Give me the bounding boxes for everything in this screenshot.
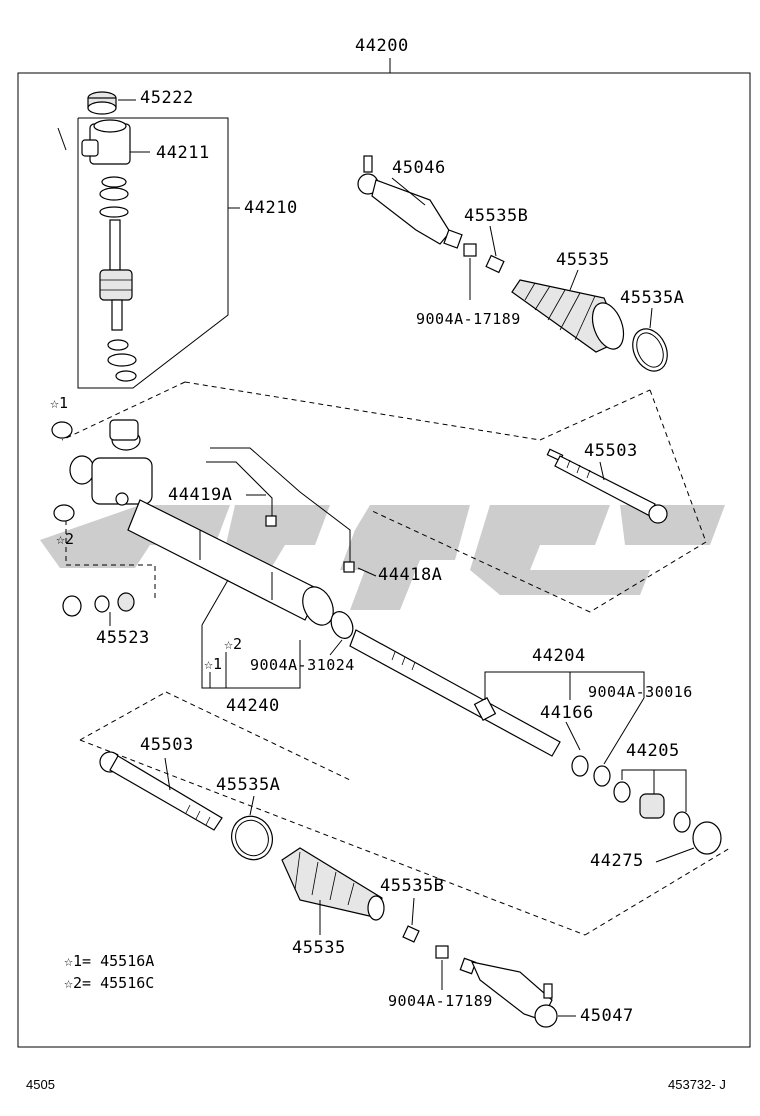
nut-bottom bbox=[435, 945, 449, 959]
seal-star2 bbox=[53, 504, 75, 522]
steering-rack-44204 bbox=[349, 629, 561, 757]
part-label-45503-top: 45503 bbox=[584, 441, 638, 461]
boot-clamp-bottom bbox=[231, 815, 273, 861]
part-label-45523: 45523 bbox=[96, 628, 150, 648]
rack-boot-top bbox=[511, 279, 625, 353]
valve-stack-parts bbox=[99, 176, 137, 382]
valve-housing-44211 bbox=[57, 119, 131, 165]
part-label-45535B-top: 45535B bbox=[464, 206, 529, 226]
star2-small-mark: ☆2 bbox=[224, 635, 243, 653]
part-label-9004A-17189-bottom: 9004A-17189 bbox=[388, 992, 493, 1010]
tie-rod-end-45047 bbox=[459, 957, 558, 1028]
part-label-44240: 44240 bbox=[226, 696, 280, 716]
part-label-9004A-30016: 9004A-30016 bbox=[588, 683, 693, 701]
feed-tubes bbox=[206, 447, 355, 573]
part-label-45535-top: 45535 bbox=[556, 250, 610, 270]
lock-nut-bottom bbox=[402, 925, 420, 943]
part-label-45535-bottom: 45535 bbox=[292, 938, 346, 958]
part-label-44210: 44210 bbox=[244, 198, 298, 218]
oil-seal-31024 bbox=[330, 611, 354, 639]
legend-line-1: ☆1= 45516A bbox=[64, 952, 155, 970]
ring-44166 bbox=[571, 755, 589, 777]
assembly-frame bbox=[17, 72, 751, 1048]
lock-nut-top bbox=[463, 243, 505, 274]
assembly-number-label: 44200 bbox=[355, 36, 409, 56]
part-label-45503-bottom: 45503 bbox=[140, 735, 194, 755]
valve-subassembly-bracket bbox=[77, 117, 229, 389]
part-label-45046: 45046 bbox=[392, 158, 446, 178]
dust-seal-45222 bbox=[87, 91, 117, 115]
rack-boot-bottom bbox=[281, 847, 385, 921]
seal-star1 bbox=[51, 421, 73, 439]
gasket-plate bbox=[109, 419, 139, 441]
star2-mark: ☆2 bbox=[56, 530, 75, 548]
part-label-44418A: 44418A bbox=[378, 565, 443, 585]
rack-bushing-44205 bbox=[613, 781, 691, 833]
footer-right-code: 453732- J bbox=[668, 1077, 726, 1092]
part-label-45535A-top: 45535A bbox=[620, 288, 685, 308]
part-label-45535A-bottom: 45535A bbox=[216, 775, 281, 795]
part-label-44211: 44211 bbox=[156, 143, 210, 163]
inner-tie-rod-bottom bbox=[99, 751, 223, 831]
rack-housing-44240 bbox=[69, 429, 334, 626]
footer-left-code: 4505 bbox=[26, 1077, 55, 1092]
part-label-44204: 44204 bbox=[532, 646, 586, 666]
boot-clamp-top bbox=[632, 328, 668, 372]
star1-mark: ☆1 bbox=[50, 394, 69, 412]
part-label-45222: 45222 bbox=[140, 88, 194, 108]
tie-rod-end-45046 bbox=[357, 155, 463, 249]
part-label-44166: 44166 bbox=[540, 703, 594, 723]
part-label-9004A-31024: 9004A-31024 bbox=[250, 656, 355, 674]
ring-30016 bbox=[593, 765, 611, 787]
part-label-44275: 44275 bbox=[590, 851, 644, 871]
legend-line-2: ☆2= 45516C bbox=[64, 974, 155, 992]
part-label-44419A: 44419A bbox=[168, 485, 233, 505]
part-label-45535B-bottom: 45535B bbox=[380, 876, 445, 896]
bushing-44275 bbox=[692, 821, 722, 855]
inner-tie-rod-top bbox=[546, 448, 668, 524]
part-label-9004A-17189-top: 9004A-17189 bbox=[416, 310, 521, 328]
seal-kit-45523 bbox=[62, 592, 135, 617]
part-label-44205: 44205 bbox=[626, 741, 680, 761]
star1-small-mark: ☆1 bbox=[204, 655, 223, 673]
part-label-45047: 45047 bbox=[580, 1006, 634, 1026]
